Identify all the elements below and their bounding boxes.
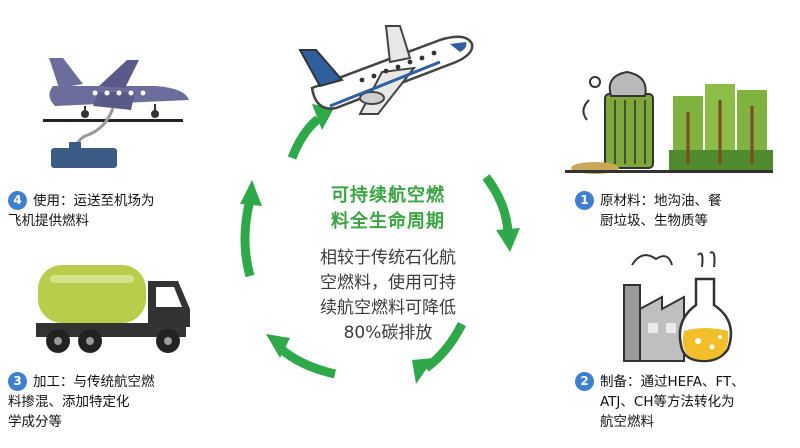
airplane-icon	[298, 25, 474, 115]
step-3-caption: 3 加工：与传统航空燃 料掺混、添加特定化 学成分等	[8, 372, 218, 432]
step-3-line-2: 料掺混、添加特定化	[8, 394, 130, 410]
tanker-truck-icon	[36, 265, 190, 353]
raw-materials-icon	[565, 70, 773, 174]
arrow-head-bottom-right	[412, 358, 434, 384]
factory-flask-icon	[623, 251, 733, 363]
cycle-description-line-3: 续航空燃料可降低	[320, 298, 456, 318]
step-3-line-3: 学成分等	[8, 414, 62, 430]
step-2-line-3: 航空燃料	[600, 414, 654, 430]
arrow-head-bottom-left	[266, 334, 290, 358]
arrow-top-left	[287, 115, 321, 160]
step-4-line-2: 飞机提供燃料	[8, 213, 89, 229]
cycle-description-line-4: 80%碳排放	[343, 323, 433, 343]
arrow-head-left	[240, 180, 262, 206]
step-1-caption: 1 原材料：地沟油、餐 厨垃圾、生物质等	[575, 191, 795, 231]
step-1-badge: 1	[575, 191, 594, 210]
step-1-line-1: 原材料：地沟油、餐	[600, 193, 722, 209]
step-2-caption: 2 制备：通过HEFA、FT、 ATJ、CH等方法转化为 航空燃料	[575, 372, 797, 432]
cycle-description-line-2: 空燃料，使用可持	[320, 273, 456, 293]
arrow-left	[240, 198, 255, 278]
arrow-bottom-right	[423, 321, 467, 372]
cycle-title-line-2: 料全生命周期	[331, 211, 445, 232]
cycle-title: 可持续航空燃 料全生命周期	[280, 183, 496, 235]
arrow-head-top-left	[312, 104, 334, 130]
step-2-line-2: ATJ、CH等方法转化为	[600, 394, 735, 410]
step-2-line-1: 制备：通过HEFA、FT、	[600, 374, 745, 390]
arrow-bottom-left	[276, 344, 337, 379]
cycle-description: 相较于传统石化航 空燃料，使用可持 续航空燃料可降低 80%碳排放	[280, 246, 496, 346]
step-4-caption: 4 使用：运送至机场为 飞机提供燃料	[8, 191, 208, 231]
refuel-plane-icon	[43, 58, 189, 168]
step-4-badge: 4	[8, 191, 27, 210]
step-2-badge: 2	[575, 372, 594, 391]
step-4-line-1: 使用：运送至机场为	[33, 193, 155, 209]
cycle-title-line-1: 可持续航空燃	[331, 185, 445, 206]
step-3-line-1: 加工：与传统航空燃	[33, 374, 155, 390]
step-3-badge: 3	[8, 372, 27, 391]
arrow-top-right	[482, 174, 513, 233]
arrow-head-top-right	[496, 228, 520, 252]
step-1-line-2: 厨垃圾、生物质等	[600, 213, 708, 229]
cycle-description-line-1: 相较于传统石化航	[320, 248, 456, 268]
